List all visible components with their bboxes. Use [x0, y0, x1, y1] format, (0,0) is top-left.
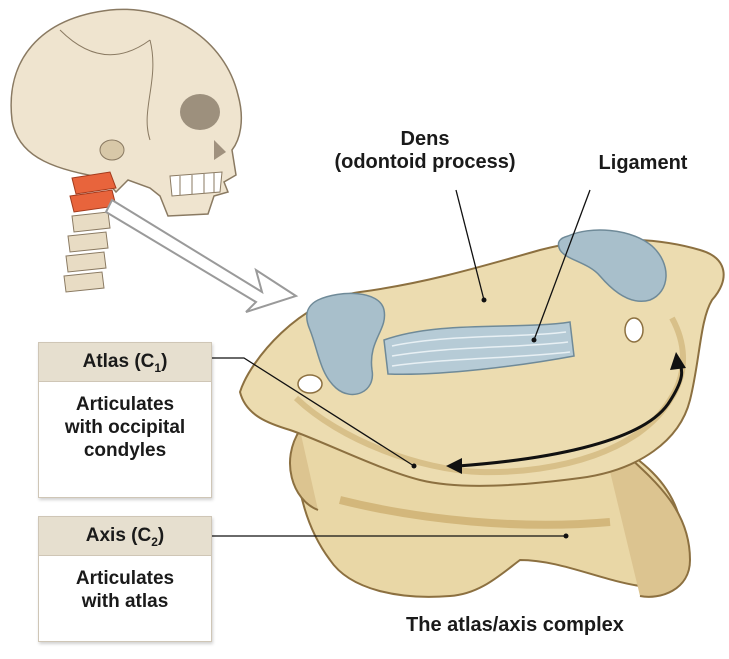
- atlas-box-body: Articulates with occipital condyles: [39, 382, 211, 462]
- dens-label-line2: (odontoid process): [290, 151, 560, 174]
- axis-body-line: Articulates: [39, 568, 211, 591]
- axis-box-body: Articulates with atlas: [39, 556, 211, 614]
- axis-box-title: Axis (C2): [39, 517, 211, 556]
- atlas-box-title: Atlas (C1): [39, 343, 211, 382]
- axis-title-end: ): [158, 525, 164, 546]
- axis-body-line: with atlas: [39, 591, 211, 614]
- ligament-label: Ligament: [578, 152, 708, 175]
- axis-title-sub: 2: [151, 535, 158, 549]
- atlas-body-line: with occipital: [39, 417, 211, 440]
- axis-box: Axis (C2) Articulates with atlas: [38, 516, 212, 642]
- zoom-arrow-icon: [106, 200, 296, 312]
- dens-label-line1: Dens: [290, 128, 560, 151]
- axis-title-main: Axis (C: [86, 525, 151, 546]
- caption: The atlas/axis complex: [350, 614, 680, 637]
- atlas-body-line: condyles: [39, 440, 211, 463]
- atlas-title-end: ): [161, 351, 167, 372]
- skull-icon: [11, 9, 241, 216]
- atlas-body-line: Articulates: [39, 394, 211, 417]
- atlas-box: Atlas (C1) Articulates with occipital co…: [38, 342, 212, 498]
- dens-label: Dens (odontoid process): [290, 128, 560, 174]
- cervical-spine: [64, 172, 116, 292]
- atlas-title-main: Atlas (C: [83, 351, 155, 372]
